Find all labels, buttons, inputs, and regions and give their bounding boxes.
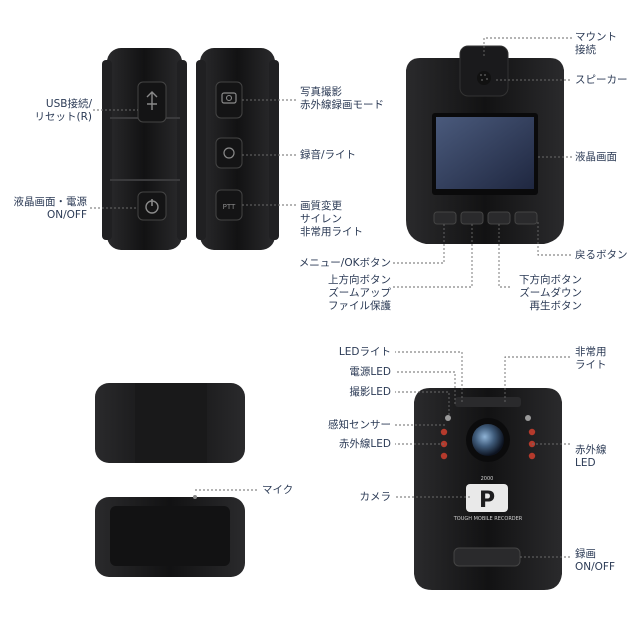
label-mic: マイク bbox=[262, 484, 294, 496]
label-up-button: 上方向ボタンズームアップファイル保護 bbox=[328, 274, 391, 312]
label-ir-led-left: 赤外線LED bbox=[338, 438, 391, 450]
mic-hole bbox=[193, 495, 197, 499]
label-power-led: 電源LED bbox=[349, 366, 391, 378]
label-lcd: 液晶画面 bbox=[575, 151, 617, 163]
label-usb-reset: USB接続/リセット(R) bbox=[34, 98, 93, 123]
lcd-screen bbox=[436, 117, 534, 189]
label-rec-led: 撮影LED bbox=[349, 386, 391, 398]
svg-text:TOUGH MOBILE RECORDER: TOUGH MOBILE RECORDER bbox=[453, 516, 523, 522]
leader-lines bbox=[90, 37, 573, 558]
top-view bbox=[95, 383, 245, 463]
usb-icon bbox=[137, 81, 167, 123]
label-down-button: 下方向ボタンズームダウン再生ボタン bbox=[519, 274, 582, 312]
label-photo-ir: 写真撮影赤外線録画モード bbox=[300, 86, 384, 111]
back-view bbox=[406, 45, 564, 244]
side-view-left bbox=[102, 48, 187, 250]
label-quality-siren: 画質変更サイレン非常用ライト bbox=[300, 200, 363, 238]
brand-logo: P 2000 TOUGH MOBILE RECORDER bbox=[453, 476, 523, 522]
label-speaker: スピーカー bbox=[575, 74, 628, 86]
svg-text:2000: 2000 bbox=[481, 476, 494, 482]
label-led-light: LEDライト bbox=[338, 346, 391, 358]
light-button-icon bbox=[215, 137, 243, 169]
label-emergency-light: 非常用ライト bbox=[575, 346, 607, 371]
svg-text:PTT: PTT bbox=[223, 203, 236, 211]
label-mount: マウント接続 bbox=[575, 31, 617, 56]
camera-button-icon bbox=[215, 81, 243, 119]
power-icon bbox=[137, 191, 167, 221]
record-button bbox=[453, 547, 521, 567]
svg-text:P: P bbox=[479, 488, 495, 513]
speaker-grille bbox=[477, 71, 491, 85]
ir-leds-left bbox=[440, 428, 448, 460]
label-menu-ok: メニュー/OKボタン bbox=[298, 257, 391, 269]
front-view: P 2000 TOUGH MOBILE RECORDER bbox=[414, 388, 562, 590]
bottom-view bbox=[95, 495, 245, 577]
camera-lens bbox=[472, 424, 504, 456]
side-view-right: PTT bbox=[196, 48, 279, 250]
label-camera: カメラ bbox=[359, 491, 392, 503]
label-audio-light: 録音/ライト bbox=[300, 149, 357, 161]
label-back-button: 戻るボタン bbox=[575, 249, 628, 261]
label-sensor: 感知センサー bbox=[328, 419, 391, 431]
ptt-button-icon: PTT bbox=[215, 189, 243, 221]
